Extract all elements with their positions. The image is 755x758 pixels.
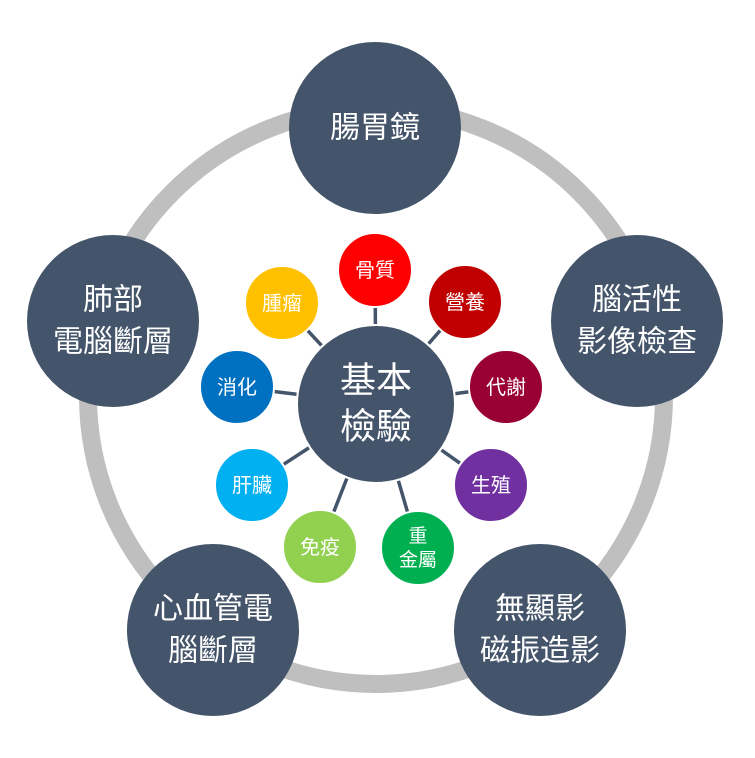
inner-node-1-label-line-1: 骨質	[355, 258, 395, 282]
inner-node-7-label-line-1: 肝臟	[232, 473, 272, 497]
center-node-label-line-1: 基本	[340, 361, 412, 402]
connector-line	[305, 328, 323, 347]
inner-node-circle	[427, 264, 503, 340]
inner-node-circle	[453, 447, 529, 523]
connector-line	[396, 480, 410, 514]
inner-node-circle	[199, 349, 275, 425]
connector-line	[272, 389, 297, 397]
outer-node-5-label-line-2: 電腦斷層	[53, 325, 173, 360]
connector-line	[440, 448, 463, 466]
inner-node-3[interactable]: 代謝	[468, 349, 544, 425]
outer-node-1-label-line-1: 腸胃鏡	[330, 111, 420, 146]
inner-node-circle	[282, 509, 358, 585]
inner-node-2-label-line-1: 營養	[445, 290, 485, 314]
outer-node-4-label-line-2: 腦斷層	[168, 634, 258, 669]
outer-node-3-label-line-1: 無顯影	[495, 592, 585, 627]
inner-node-8[interactable]: 消化	[199, 349, 275, 425]
inner-node-circle	[214, 447, 290, 523]
inner-node-6-label-line-1: 免疫	[300, 535, 340, 559]
inner-node-circle	[244, 265, 320, 341]
connector-line	[331, 477, 349, 515]
inner-node-7[interactable]: 肝臟	[214, 447, 290, 523]
connector-line	[455, 389, 471, 396]
outer-node-2-label-line-2: 影像檢查	[577, 325, 697, 360]
inner-node-circle	[380, 510, 456, 586]
inner-node-8-label-line-1: 消化	[217, 375, 257, 399]
outer-node-circle	[551, 235, 723, 407]
outer-node-circle	[127, 544, 299, 716]
outer-node-2-label-line-1: 腦活性	[592, 283, 682, 318]
inner-node-circle	[337, 232, 413, 308]
inner-node-5-label-line-2: 金屬	[399, 549, 437, 571]
inner-node-9[interactable]: 腫瘤	[244, 265, 320, 341]
outer-node-circle	[289, 42, 461, 214]
inner-node-9-label-line-1: 腫瘤	[262, 291, 302, 315]
inner-node-5[interactable]: 重金屬	[380, 510, 456, 586]
connectors	[272, 305, 471, 515]
outer-node-3-label-line-2: 磁振造影	[480, 634, 600, 669]
inner-node-5-label-line-1: 重	[408, 525, 427, 547]
connector-line	[427, 327, 443, 345]
inner-node-4-label-line-1: 生殖	[471, 473, 511, 497]
outer-node-circle	[454, 544, 626, 716]
outer-node-5-label-line-1: 肺部	[83, 283, 143, 318]
inner-node-6[interactable]: 免疫	[282, 509, 358, 585]
outer-node-1[interactable]: 腸胃鏡	[289, 42, 461, 214]
connector-line	[281, 446, 310, 467]
inner-node-3-label-line-1: 代謝	[486, 375, 526, 399]
inner-node-4[interactable]: 生殖	[453, 447, 529, 523]
outer-node-4-label-line-1: 心血管電	[153, 592, 273, 627]
center-node-label-line-2: 檢驗	[340, 407, 412, 448]
inner-node-1[interactable]: 骨質	[337, 232, 413, 308]
inner-node-circle	[468, 349, 544, 425]
outer-node-circle	[27, 235, 199, 407]
center-node-circle	[296, 324, 456, 484]
inner-node-2[interactable]: 營養	[427, 264, 503, 340]
